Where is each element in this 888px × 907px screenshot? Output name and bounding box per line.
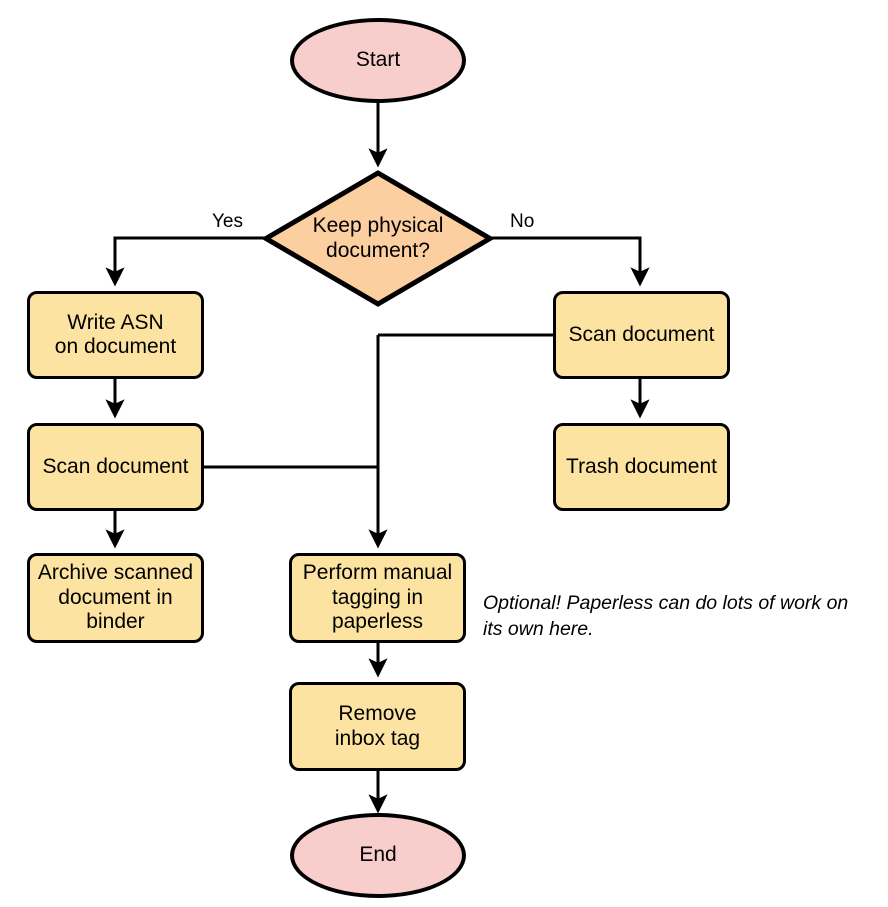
edge-label-no: No [508, 211, 537, 233]
edge-label-yes: Yes [210, 211, 245, 233]
edge-decision-no [490, 236, 650, 287]
diamond-shape [263, 170, 493, 307]
node-manual-tagging-label: Perform manual tagging in paperless [302, 561, 453, 634]
node-scan-document-left-label: Scan document [42, 454, 189, 478]
node-write-asn-on-document[interactable]: Write ASN on document [27, 291, 204, 379]
edge-decision-yes [105, 236, 265, 287]
node-end[interactable]: End [290, 813, 466, 898]
node-remove-inbox-tag[interactable]: Remove inbox tag [289, 682, 466, 771]
node-trash-document[interactable]: Trash document [553, 423, 730, 511]
node-start-label: Start [355, 48, 401, 72]
node-end-label: End [359, 843, 397, 867]
annotation-optional-note: Optional! Paperless can do lots of work … [483, 592, 849, 641]
node-decision-label: Keep physical document? [312, 214, 444, 262]
node-remove-inbox-label: Remove inbox tag [334, 702, 421, 750]
node-keep-physical-document-decision[interactable]: Keep physical document? [263, 170, 493, 307]
node-archive-scanned-document[interactable]: Archive scanned document in binder [27, 553, 204, 643]
node-start[interactable]: Start [290, 18, 466, 103]
node-scan-document-right[interactable]: Scan document [553, 291, 730, 379]
node-write-asn-label: Write ASN on document [54, 310, 177, 358]
node-scan-document-left[interactable]: Scan document [27, 423, 204, 511]
node-perform-manual-tagging[interactable]: Perform manual tagging in paperless [289, 553, 466, 643]
node-archive-label: Archive scanned document in binder [37, 561, 194, 634]
node-trash-document-label: Trash document [566, 454, 717, 478]
node-scan-document-right-label: Scan document [568, 322, 715, 346]
